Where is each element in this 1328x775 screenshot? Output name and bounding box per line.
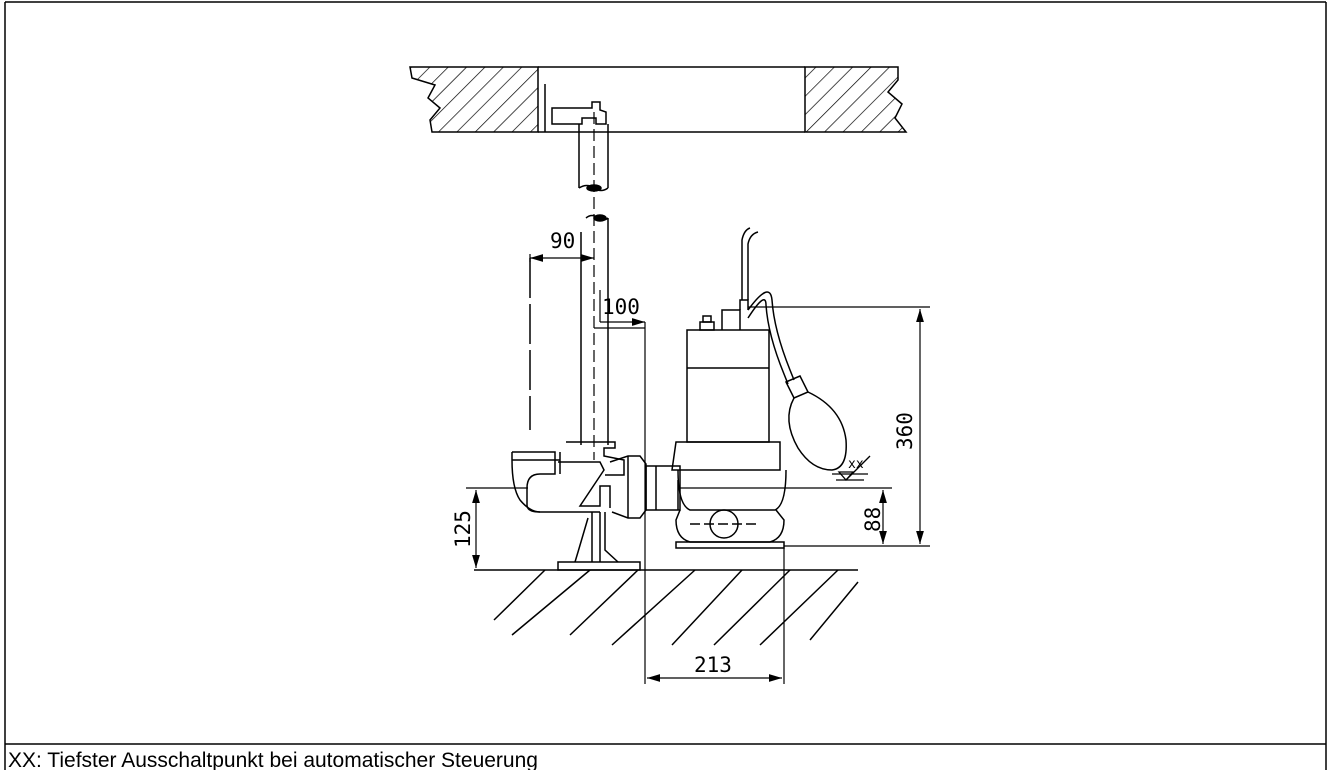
dimension-label-213: 213 (694, 653, 732, 677)
pump-body (671, 299, 787, 549)
dimension-label-125: 125 (451, 510, 475, 548)
dimension-label-100: 100 (602, 295, 640, 319)
caption-text: XX: Tiefster Ausschaltpunkt bei automati… (8, 749, 538, 770)
dimension-label-360: 360 (893, 412, 917, 450)
dimension-90 (529, 254, 594, 262)
dimension-100 (594, 290, 646, 560)
dimension-213 (644, 548, 785, 684)
level-mark (832, 455, 871, 481)
ceiling-slab (409, 66, 908, 133)
pedestal (557, 512, 641, 571)
dimension-88 (680, 487, 892, 544)
dimension-label-90: 90 (550, 229, 575, 253)
border-lines (4, 1, 1327, 770)
dimension-label-88: 88 (861, 507, 885, 532)
floor-slab (474, 569, 859, 646)
rail-bracket (551, 101, 607, 125)
power-cable (741, 227, 759, 300)
guide-rail-lower (529, 218, 609, 445)
level-mark-label: xx (848, 457, 864, 472)
dimension-360 (748, 306, 930, 547)
discharge-bend (511, 441, 625, 513)
float-switch (747, 291, 847, 471)
dimension-125 (466, 487, 528, 568)
